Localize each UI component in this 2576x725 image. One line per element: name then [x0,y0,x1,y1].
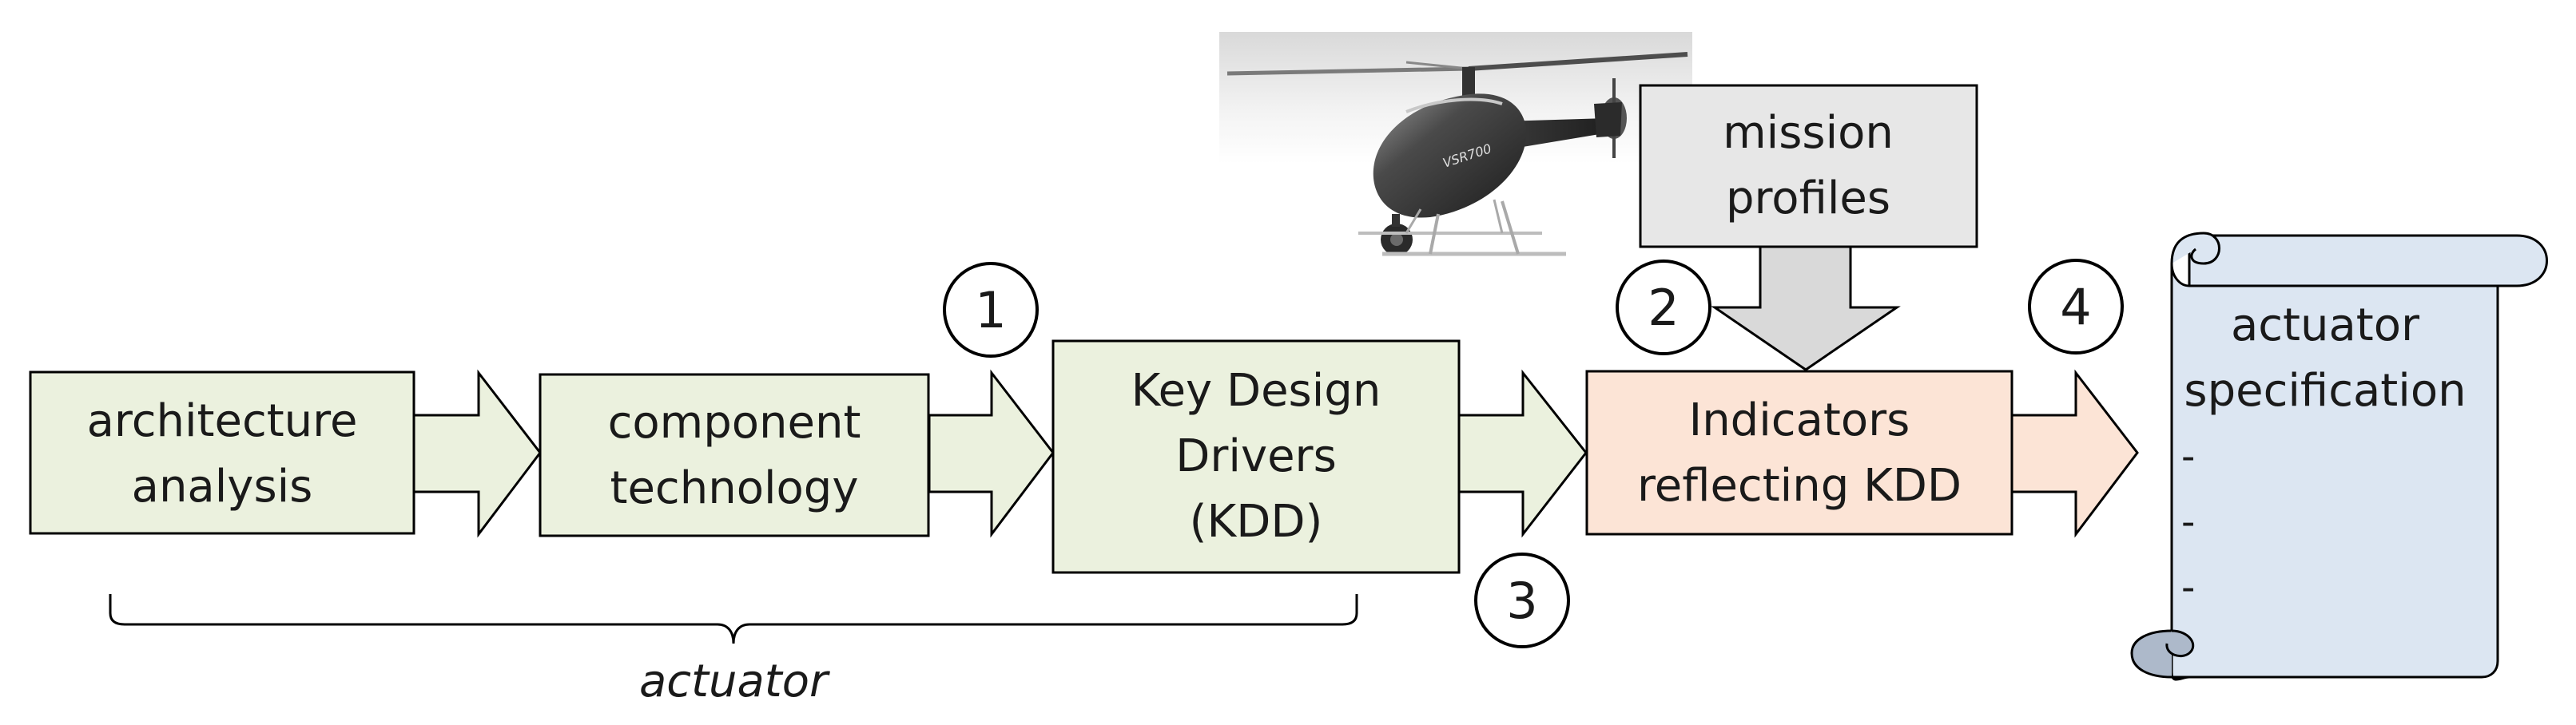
step-4-label: 4 [2060,278,2091,336]
box-architecture-analysis: architecture analysis [29,370,415,535]
step-marker-3: 3 [1474,553,1570,648]
step-marker-1: 1 [943,262,1039,358]
actuator-brace [109,594,1358,644]
kdd-line-2: Drivers [1175,430,1337,482]
step-3-label: 3 [1506,572,1537,630]
box-key-design-drivers: Key Design Drivers (KDD) [1051,339,1461,574]
scroll-dash-1: - [2181,434,2195,479]
kdd-line-3: (KDD) [1190,496,1323,548]
scroll-dash-2: - [2181,500,2195,545]
component-technology-line-2: technology [610,462,859,514]
step-2-label: 2 [1648,279,1679,337]
architecture-analysis-line-2: analysis [132,461,313,513]
step-1-label: 1 [975,281,1006,339]
step-marker-4: 4 [2028,259,2124,355]
mission-profiles-line-2: profiles [1726,172,1890,224]
kdd-line-1: Key Design [1131,365,1381,417]
arrow-kdd-to-indicators [1457,369,1588,538]
arrow-mission-to-indicators [1711,244,1901,371]
indicators-line-1: Indicators [1689,394,1910,446]
mission-profiles-line-1: mission [1723,107,1894,159]
box-component-technology: component technology [539,373,930,537]
step-marker-2: 2 [1616,259,1711,355]
architecture-analysis-line-1: architecture [87,395,358,447]
brace-label: actuator [639,656,830,707]
box-mission-profiles: mission profiles [1639,84,1978,248]
scroll-title-line-2: specification [2184,365,2466,417]
arrow-architecture-to-component [411,369,542,538]
scroll-actuator-specification: actuator specification - - - [2130,232,2548,681]
component-technology-line-1: component [608,397,861,449]
scroll-dash-3: - [2181,565,2195,610]
helicopter-icon: VSR700 [1219,32,1692,256]
arrow-component-to-kdd [928,369,1055,538]
scroll-title-line-1: actuator [2231,299,2420,351]
arrow-indicators-to-specification [2010,369,2139,538]
indicators-line-2: reflecting KDD [1637,460,1962,512]
box-indicators: Indicators reflecting KDD [1585,370,2013,536]
